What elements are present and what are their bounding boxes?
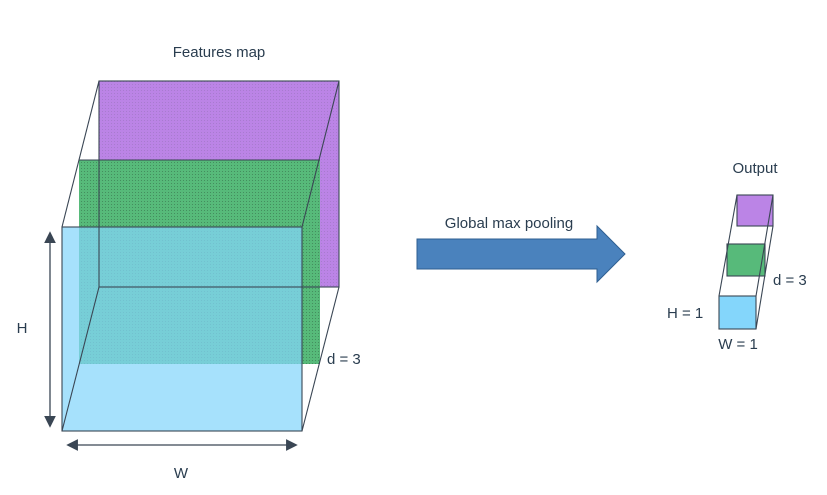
channel-blue-layer	[62, 227, 302, 431]
volume-depth-edge-top-left	[61, 80, 100, 228]
output-title: Output	[732, 160, 778, 177]
features-map-volume	[61, 80, 340, 432]
output-depth-label: d = 3	[773, 272, 807, 289]
depth-label: d = 3	[327, 351, 361, 368]
arrow-right-icon	[416, 224, 626, 284]
volume-front-face-outline	[61, 226, 303, 432]
features-map-title: Features map	[173, 44, 266, 61]
output-height-label: H = 1	[667, 305, 703, 322]
volume-back-face-outline	[98, 80, 340, 288]
output-volume	[718, 194, 774, 330]
pooling-arrow	[416, 224, 626, 284]
volume-depth-edge-bottom-right	[301, 286, 340, 432]
output-channel-green	[727, 244, 765, 276]
volume-depth-edge-bottom-left	[61, 286, 100, 432]
output-width-label: W = 1	[718, 336, 758, 353]
output-middle-face-outline	[726, 243, 766, 277]
output-channel-blue	[719, 296, 756, 329]
output-channel-purple	[737, 195, 773, 226]
output-depth-edge-right	[755, 225, 774, 330]
operation-label: Global max pooling	[445, 215, 573, 232]
output-back-face-outline	[736, 194, 774, 227]
output-depth-edge-left	[718, 194, 738, 297]
output-depth-edge-top-right	[755, 194, 774, 297]
output-front-face-outline	[718, 295, 757, 330]
volume-depth-edge-top-right	[301, 80, 340, 228]
height-label: H	[17, 320, 28, 337]
width-label: W	[174, 465, 189, 482]
